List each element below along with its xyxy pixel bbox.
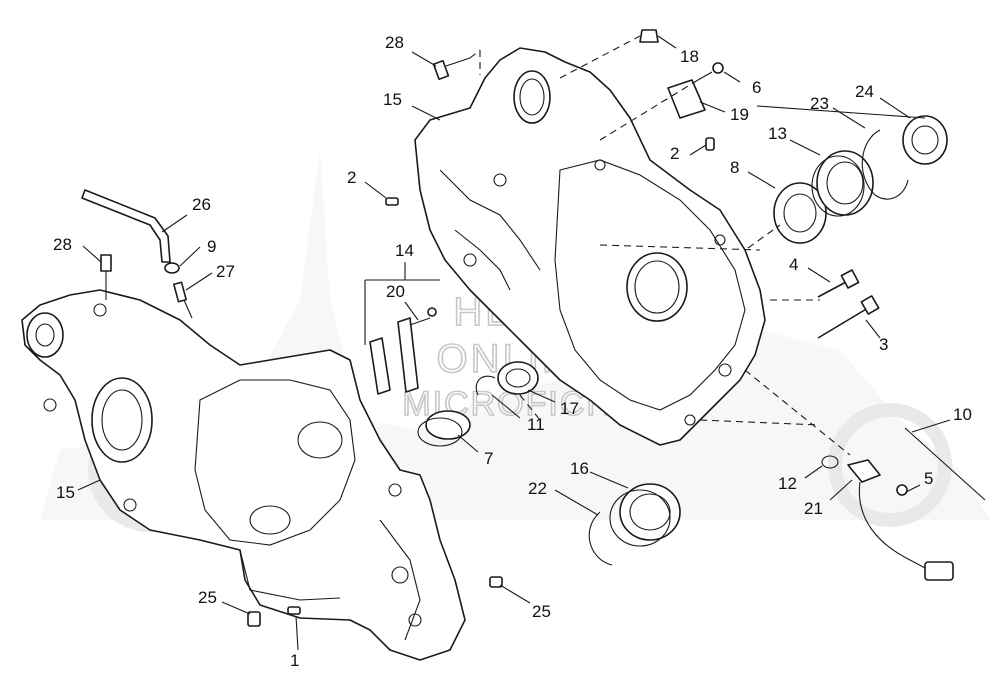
callout-1: 1 [290,651,299,670]
bearing-17 [497,361,539,395]
retaining-ring-23 [861,129,909,200]
cover-plate-19 [667,79,706,119]
callout-3: 3 [879,335,888,354]
chain-guide-20 [369,307,437,395]
callout-10: 10 [953,405,972,424]
o-ring-12 [821,455,839,469]
bolt-3 [817,295,880,339]
oil-seal-8 [773,182,827,244]
sensor-21 [847,459,954,581]
clamp-9 [164,262,180,274]
screw-5 [896,484,908,496]
callout-28-lower: 28 [53,235,72,254]
callout-labels: 28 15 18 6 19 24 23 13 2 2 8 26 28 9 27 … [53,33,972,670]
crankcase-left-half [21,289,466,661]
dowel-2-left [385,197,399,206]
small-parts [81,29,986,627]
retaining-ring-11 [475,375,496,396]
seal-24 [902,115,948,165]
retaining-ring-22 [588,511,613,566]
plug-18 [639,29,659,43]
crankcase-right-half [414,47,766,446]
bearing-13 [811,150,874,217]
bolt-4 [817,269,860,298]
callout-28-upper: 28 [385,33,404,52]
leader-lines [77,35,951,651]
screw-6 [697,62,724,81]
callout-6: 6 [752,78,761,97]
drain-plug-25-left [247,611,261,627]
callout-2-right: 2 [670,144,679,163]
callout-8: 8 [730,158,739,177]
callout-4: 4 [789,255,798,274]
callout-14: 14 [395,241,414,260]
fitting-27 [173,281,193,319]
drain-plug-25-right [489,576,503,588]
wire-10 [904,427,986,501]
screw-28-lower [100,254,112,300]
callout-27: 27 [216,262,235,281]
callout-2-left: 2 [347,168,356,187]
callout-15-lower: 15 [56,483,75,502]
callout-18: 18 [680,47,699,66]
callout-25-right: 25 [532,602,551,621]
callout-22: 22 [528,479,547,498]
callout-24: 24 [855,82,874,101]
hose-26 [81,189,171,263]
callout-17: 17 [560,399,579,418]
dowel-2-right [705,137,715,151]
watermark-wheel-front [828,403,952,527]
callout-7: 7 [484,449,493,468]
callout-5: 5 [924,469,933,488]
bushing-7 [417,410,471,447]
callout-15-upper: 15 [383,90,402,109]
callout-19: 19 [730,105,749,124]
screw-28-upper [432,57,471,81]
callout-9: 9 [207,237,216,256]
callout-11: 11 [527,415,545,434]
callout-21: 21 [804,499,823,518]
callout-13: 13 [768,124,787,143]
callout-26: 26 [192,195,211,214]
callout-16: 16 [570,459,589,478]
dowel-1 [287,606,301,615]
callout-23: 23 [810,94,829,113]
callout-25-left: 25 [198,588,217,607]
callout-20: 20 [386,282,405,301]
bearing-16 [609,483,681,547]
callout-12: 12 [778,474,797,493]
